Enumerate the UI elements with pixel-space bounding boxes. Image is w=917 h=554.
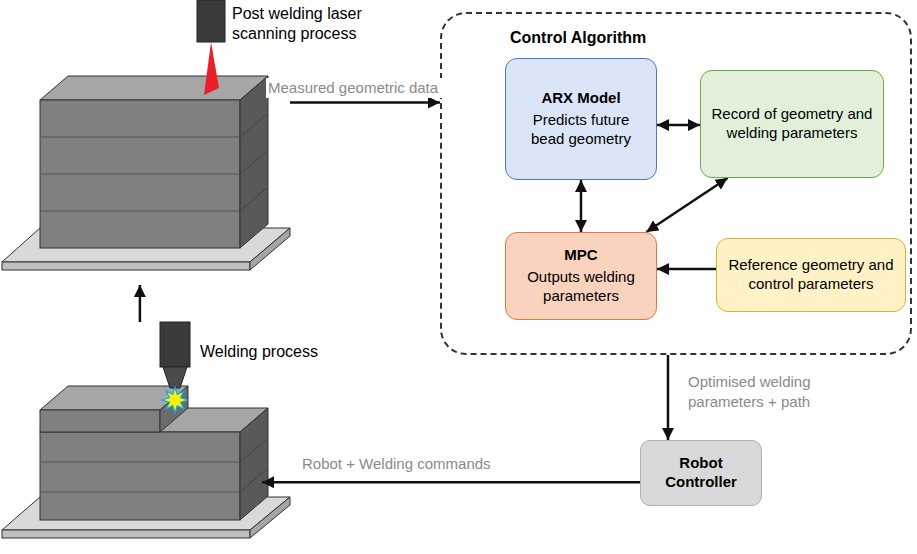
- flow-arrow: [139, 285, 142, 322]
- flow-label: Optimised welding parameters + path: [686, 372, 865, 411]
- box-title: Reference geometry and control parameter…: [725, 256, 897, 294]
- printed-block: [40, 76, 268, 248]
- welding-torch: [160, 322, 190, 388]
- box-body: Predicts future bead geometry: [514, 111, 648, 149]
- flow-arrow: [646, 178, 727, 232]
- process-station: Welding process: [0, 322, 262, 554]
- record-box: Record of geometry and welding parameter…: [700, 70, 884, 178]
- station-label: Welding process: [200, 342, 370, 362]
- box-title: MPC: [564, 246, 597, 265]
- flow-arrow: [290, 101, 440, 104]
- process-station: Post welding laser scanning process: [0, 0, 290, 285]
- algorithm-group: Control AlgorithmARX ModelPredicts futur…: [440, 12, 912, 355]
- deposited-layer: [40, 386, 188, 432]
- flow-arrow: [262, 481, 640, 484]
- weld-spark: [162, 387, 188, 413]
- box-body: Outputs welding parameters: [514, 268, 648, 306]
- box-title: Robot Controller: [649, 454, 753, 492]
- group-heading: Control Algorithm: [510, 28, 646, 48]
- controller-box: MPC Outputs welding parameters: [505, 232, 657, 320]
- flow-label: Robot + Welding commands: [300, 454, 544, 474]
- robot-controller-box: Robot Controller: [640, 440, 762, 506]
- box-title: Record of geometry and welding parameter…: [709, 105, 875, 143]
- reference-box: Reference geometry and control parameter…: [716, 238, 906, 312]
- flow-arrow: [667, 355, 670, 440]
- box-title: ARX Model: [541, 89, 620, 108]
- flow-label: Measured geometric data: [266, 78, 460, 98]
- flow-arrow: [657, 268, 716, 271]
- flow-arrow: [657, 124, 700, 127]
- printed-block: [40, 408, 268, 520]
- laser-scanner: [197, 0, 225, 95]
- station-label: Post welding laser scanning process: [232, 4, 412, 44]
- flow-arrow: [580, 180, 583, 232]
- model-box: ARX ModelPredicts future bead geometry: [505, 58, 657, 180]
